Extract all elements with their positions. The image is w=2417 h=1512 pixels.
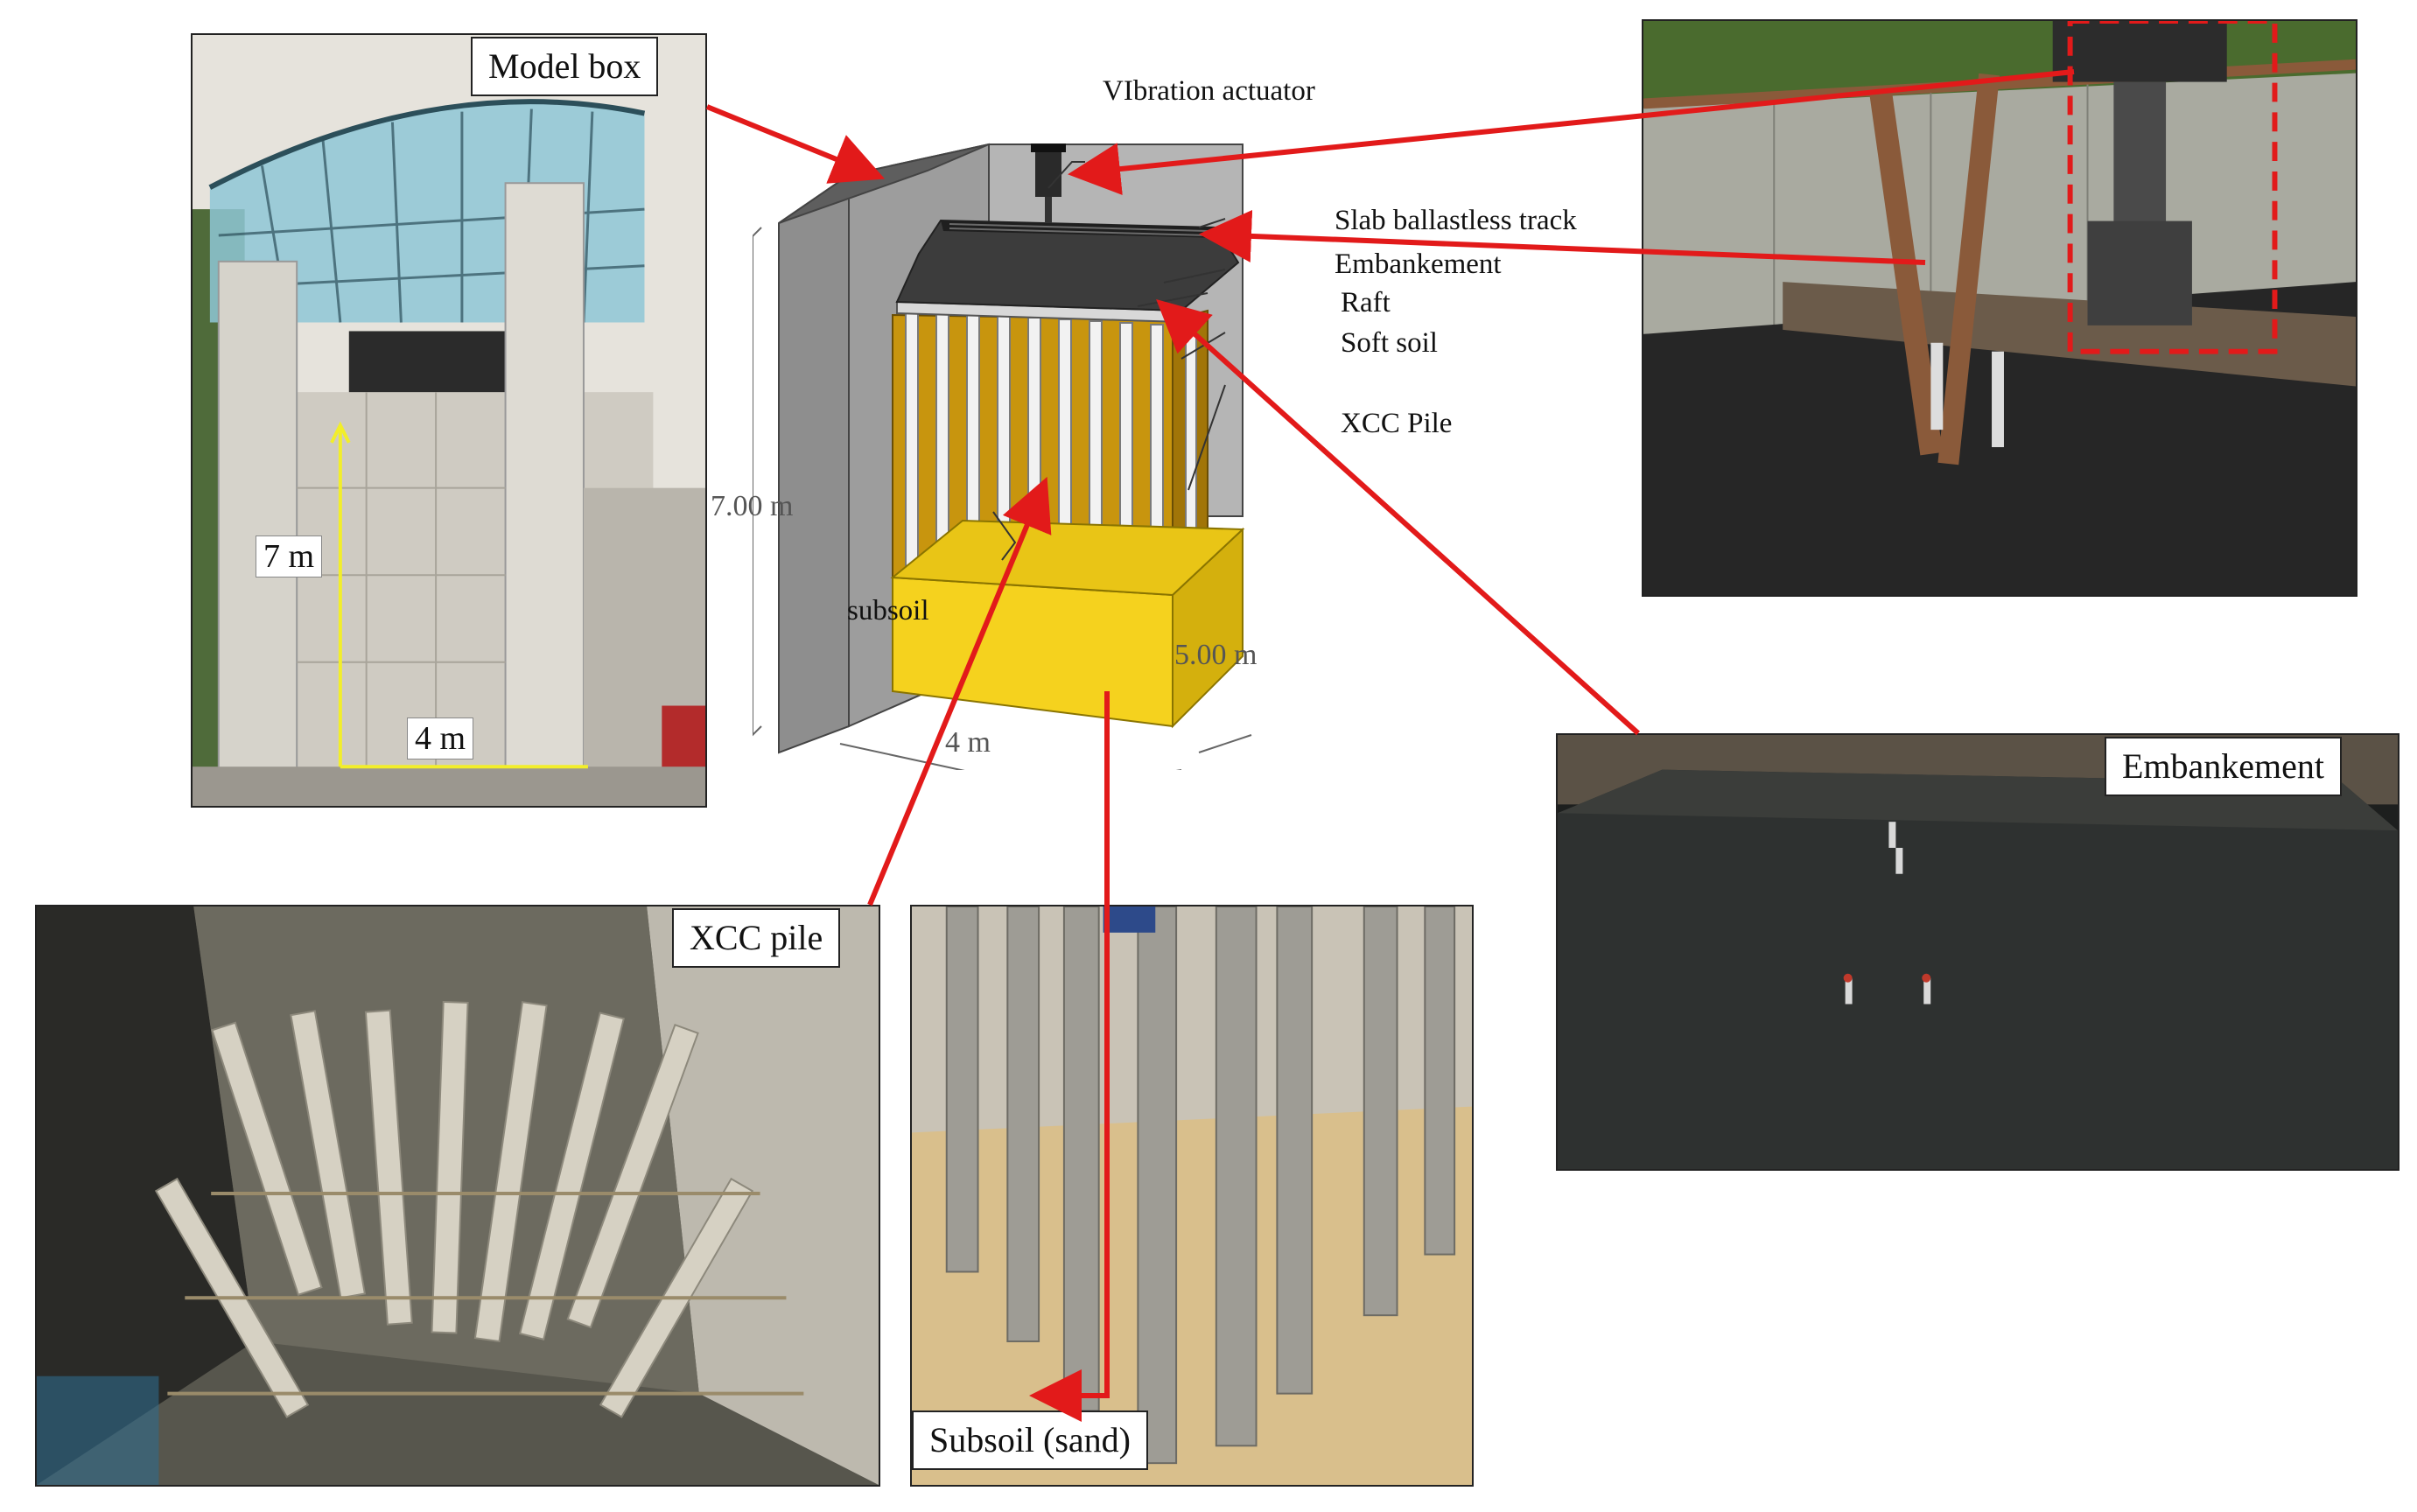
width-dimension-label: 4 m (407, 718, 474, 760)
model-box-photo: 7 m 4 m (191, 33, 707, 808)
dimension-lines (330, 421, 588, 769)
subsoil-image (912, 906, 1472, 1485)
label-vibration-actuator: VIbration actuator (1103, 75, 1315, 107)
subsoil-photo (910, 905, 1474, 1487)
label-embankment: Embankement (1335, 248, 1502, 280)
dimension-height: 7.00 m (711, 490, 794, 522)
model-box-schematic (753, 143, 1252, 770)
embankment-image (1558, 735, 2398, 1169)
dimension-depth: 5.00 m (1174, 639, 1258, 671)
model-box-label: Model box (471, 37, 659, 96)
side-wall (778, 173, 850, 754)
label-xcc-pile: XCC Pile (1341, 408, 1453, 439)
xcc-pile-image (37, 906, 879, 1485)
subsoil-block (892, 576, 1173, 728)
highlight-box (2067, 21, 2278, 354)
label-soft-soil: Soft soil (1341, 327, 1438, 359)
dimension-width: 4 m (945, 726, 991, 759)
embankment-photo (1556, 733, 2399, 1171)
xcc-pile-label: XCC pile (672, 908, 841, 968)
embankment-label: Embankement (2105, 737, 2343, 796)
actuator-photo (1642, 19, 2357, 597)
label-slab-track: Slab ballastless track (1335, 205, 1577, 236)
label-raft: Raft (1341, 287, 1391, 318)
label-subsoil: subsoil (847, 595, 929, 626)
model-box-image (193, 35, 705, 806)
height-dimension-label: 7 m (256, 536, 323, 578)
xcc-pile-photo (35, 905, 880, 1487)
subsoil-label: Subsoil (sand) (912, 1410, 1148, 1470)
vibration-actuator (1035, 149, 1061, 197)
